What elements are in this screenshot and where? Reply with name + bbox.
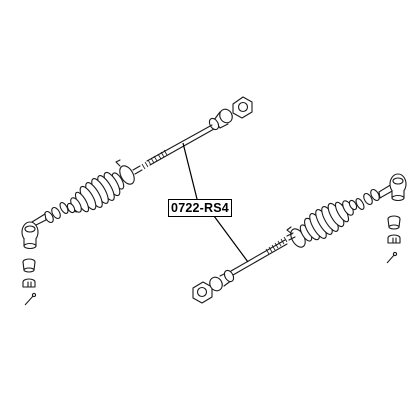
bellows-boot-icon xyxy=(299,199,358,242)
bellows-boot-icon xyxy=(66,171,125,214)
leader-line-upper xyxy=(182,142,198,200)
lock-nut-icon xyxy=(355,188,380,210)
leader-line-lower xyxy=(213,215,249,263)
tie-rod-assembly-left xyxy=(21,96,253,306)
boot-clamp-icon xyxy=(115,159,135,185)
ball-joint-hardware-icon xyxy=(386,215,401,264)
inner-tie-rod-icon xyxy=(230,232,296,276)
inner-ball-joint-icon xyxy=(208,96,253,131)
outer-tie-rod-end-icon xyxy=(378,173,407,202)
leader-lines xyxy=(182,142,249,263)
tie-rod-assembly-right xyxy=(192,173,407,304)
inner-tie-rod-icon xyxy=(132,124,215,175)
part-number-label: 0722-RS4 xyxy=(168,199,232,217)
lock-nut-icon xyxy=(44,202,69,224)
ball-joint-hardware-icon xyxy=(22,258,37,306)
outer-tie-rod-end-icon xyxy=(21,213,47,250)
inner-ball-joint-icon xyxy=(192,269,235,304)
